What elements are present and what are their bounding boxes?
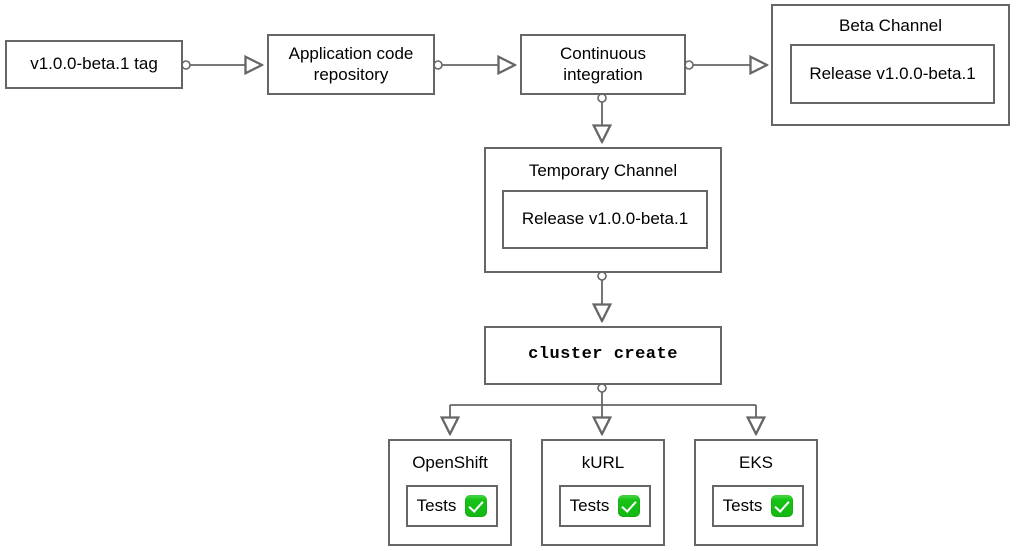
edge-ci-to-temporary-channel	[598, 93, 606, 142]
openshift-tests-label: Tests	[416, 495, 457, 515]
node-repository-label: Application code repository	[288, 44, 414, 84]
edge-repository-to-ci	[433, 61, 515, 69]
edge-temporary-channel-to-cluster-create	[598, 271, 606, 321]
beta-channel-release-label: Release v1.0.0-beta.1	[809, 63, 976, 83]
edge-tag-to-repository	[181, 61, 262, 69]
check-mark-button-icon	[771, 495, 794, 517]
container-openshift[interactable]: OpenShift Tests	[388, 439, 512, 546]
container-temporary-channel[interactable]: Temporary Channel Release v1.0.0-beta.1	[484, 147, 722, 273]
kurl-title: kURL	[581, 453, 625, 472]
container-beta-channel[interactable]: Beta Channel Release v1.0.0-beta.1	[771, 4, 1010, 126]
node-application-code-repository[interactable]: Application code repository	[267, 34, 435, 95]
node-tag[interactable]: v1.0.0-beta.1 tag	[5, 40, 183, 89]
beta-channel-release-box[interactable]: Release v1.0.0-beta.1	[790, 44, 995, 104]
openshift-tests-box[interactable]: Tests	[406, 485, 498, 527]
node-tag-label: v1.0.0-beta.1 tag	[30, 54, 158, 74]
edge-cluster-create-to-targets	[450, 383, 756, 434]
node-continuous-integration[interactable]: Continuous integration	[520, 34, 686, 95]
kurl-tests-box[interactable]: Tests	[559, 485, 651, 527]
temporary-channel-release-label: Release v1.0.0-beta.1	[521, 209, 689, 229]
check-mark-button-icon	[465, 495, 488, 517]
node-ci-label: Continuous integration	[559, 44, 646, 84]
temporary-channel-title: Temporary Channel	[528, 161, 678, 180]
container-kurl[interactable]: kURL Tests	[541, 439, 665, 546]
beta-channel-title: Beta Channel	[838, 16, 943, 35]
temporary-channel-release-box[interactable]: Release v1.0.0-beta.1	[502, 190, 708, 249]
eks-tests-label: Tests	[722, 495, 763, 515]
eks-title: EKS	[738, 453, 774, 472]
kurl-tests-label: Tests	[569, 495, 610, 515]
container-eks[interactable]: EKS Tests	[694, 439, 818, 546]
node-cluster-create[interactable]: cluster create	[484, 326, 722, 385]
node-cluster-create-label: cluster create	[528, 345, 678, 365]
openshift-title: OpenShift	[412, 453, 488, 472]
edge-ci-to-beta-channel	[684, 61, 767, 69]
check-mark-button-icon	[618, 495, 641, 517]
eks-tests-box[interactable]: Tests	[712, 485, 804, 527]
